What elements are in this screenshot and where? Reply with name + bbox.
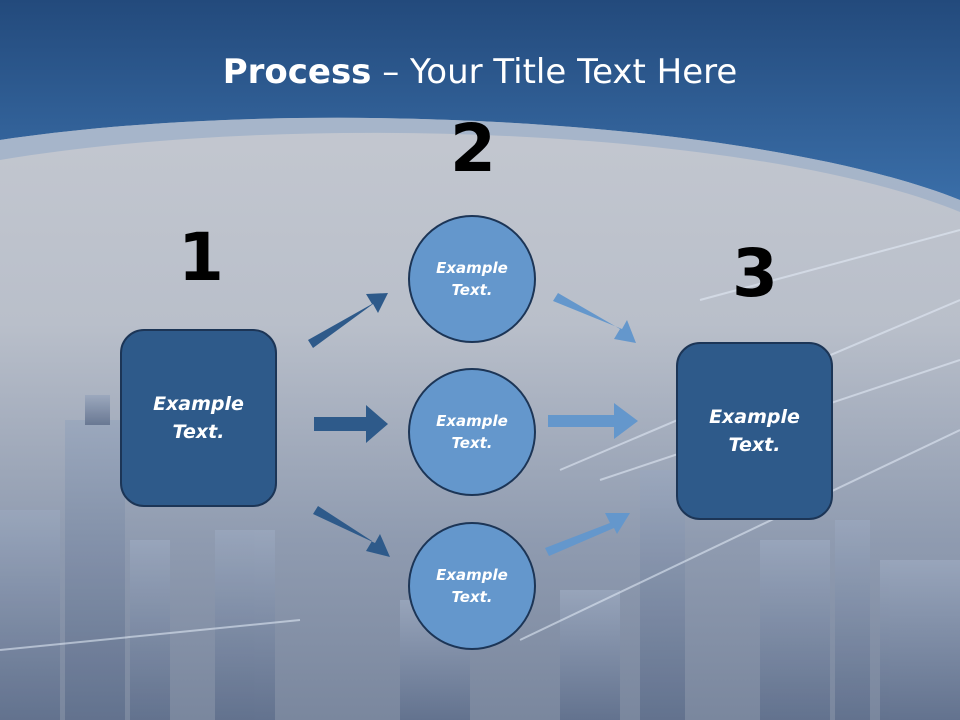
circle-middle-text-line-1: Example — [436, 411, 508, 430]
step-3-text-line-2: Text. — [728, 434, 781, 456]
step-2-circle-bottom: Example Text. — [408, 522, 536, 650]
circle-top-text-line-2: Text. — [451, 281, 493, 299]
arrows-to-circles — [308, 293, 390, 557]
step-1-text-line-1: Example — [153, 392, 244, 415]
header-band — [0, 0, 960, 200]
step-number-1: 1 — [178, 219, 224, 296]
arrows-to-box-3 — [545, 293, 638, 556]
step-3-box: Example Text. — [676, 342, 833, 520]
step-number-3: 3 — [732, 235, 778, 312]
arrow-up-right — [308, 293, 388, 348]
arrow-right-light — [548, 403, 638, 439]
slide-title: Process – Your Title Text Here — [0, 52, 960, 92]
title-bold: Process — [222, 52, 372, 92]
circle-top-text-line-1: Example — [436, 258, 508, 277]
circle-middle-text-line-2: Text. — [451, 434, 493, 452]
step-3-text-line-1: Example — [709, 405, 800, 428]
step-number-2: 2 — [450, 110, 496, 187]
step-2-circle-top: Example Text. — [408, 215, 536, 343]
step-1-text-line-2: Text. — [172, 421, 225, 443]
circle-bottom-text-line-1: Example — [436, 565, 508, 584]
arrow-down-right-light — [553, 293, 636, 343]
step-2-circle-middle: Example Text. — [408, 368, 536, 496]
arrow-down-right — [313, 506, 390, 557]
arrow-right — [314, 405, 388, 443]
arrow-up-right-light — [545, 513, 630, 556]
step-1-box: Example Text. — [120, 329, 277, 507]
circle-bottom-text-line-2: Text. — [451, 588, 493, 606]
title-rest: – Your Title Text Here — [371, 52, 738, 92]
